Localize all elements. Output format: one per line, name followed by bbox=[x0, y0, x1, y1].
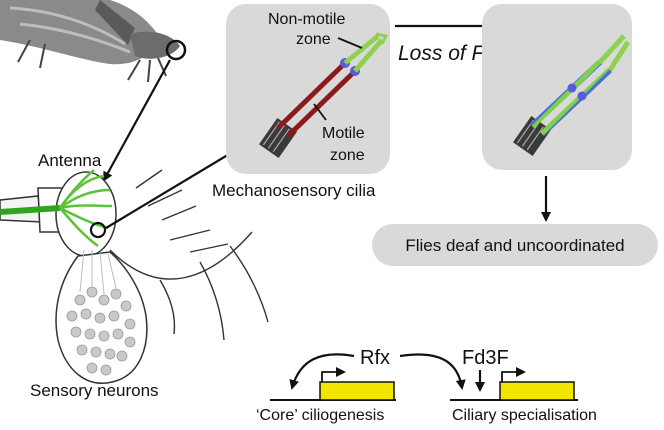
wildtype-cilia-panel bbox=[226, 4, 390, 174]
label-motile-line2: zone bbox=[330, 147, 365, 164]
mutant-cilium-pair bbox=[512, 34, 631, 156]
pointer-motile bbox=[313, 103, 327, 121]
wildtype-cilium-pair bbox=[258, 32, 389, 158]
mutant-cilia-panel bbox=[482, 4, 632, 170]
outcome-pill bbox=[372, 224, 658, 266]
arrow-antenna-to-cilia bbox=[105, 148, 238, 229]
antenna-illustration bbox=[0, 169, 269, 384]
label-non-motile-line1: Non-motile bbox=[268, 11, 345, 28]
antenna-highlight-circle bbox=[165, 39, 187, 61]
label-rfx: Rfx bbox=[360, 347, 390, 369]
fly-illustration bbox=[0, 0, 180, 83]
label-flies-deaf: Flies deaf and uncoordinated bbox=[405, 236, 624, 255]
label-antenna: Antenna bbox=[38, 151, 102, 170]
label-non-motile-line2: zone bbox=[296, 31, 331, 48]
label-motile-line1: Motile bbox=[322, 125, 365, 142]
label-ciliary-specialisation: Ciliary specialisation bbox=[452, 407, 597, 424]
arrow-fly-to-antenna bbox=[103, 59, 171, 182]
gene-regulation-diagram: Rfx Fd3F ‘Core’ ciliogenesis Ciliary spe… bbox=[256, 347, 597, 424]
label-sensory-neurons: Sensory neurons bbox=[30, 381, 159, 400]
core-gene-box bbox=[319, 381, 395, 401]
specialisation-gene-box bbox=[499, 381, 575, 401]
label-fd3f: Fd3F bbox=[462, 347, 509, 369]
label-core-ciliogenesis: ‘Core’ ciliogenesis bbox=[256, 407, 384, 424]
label-mechanosensory-cilia: Mechanosensory cilia bbox=[212, 181, 376, 200]
pointer-non-motile bbox=[337, 37, 363, 49]
